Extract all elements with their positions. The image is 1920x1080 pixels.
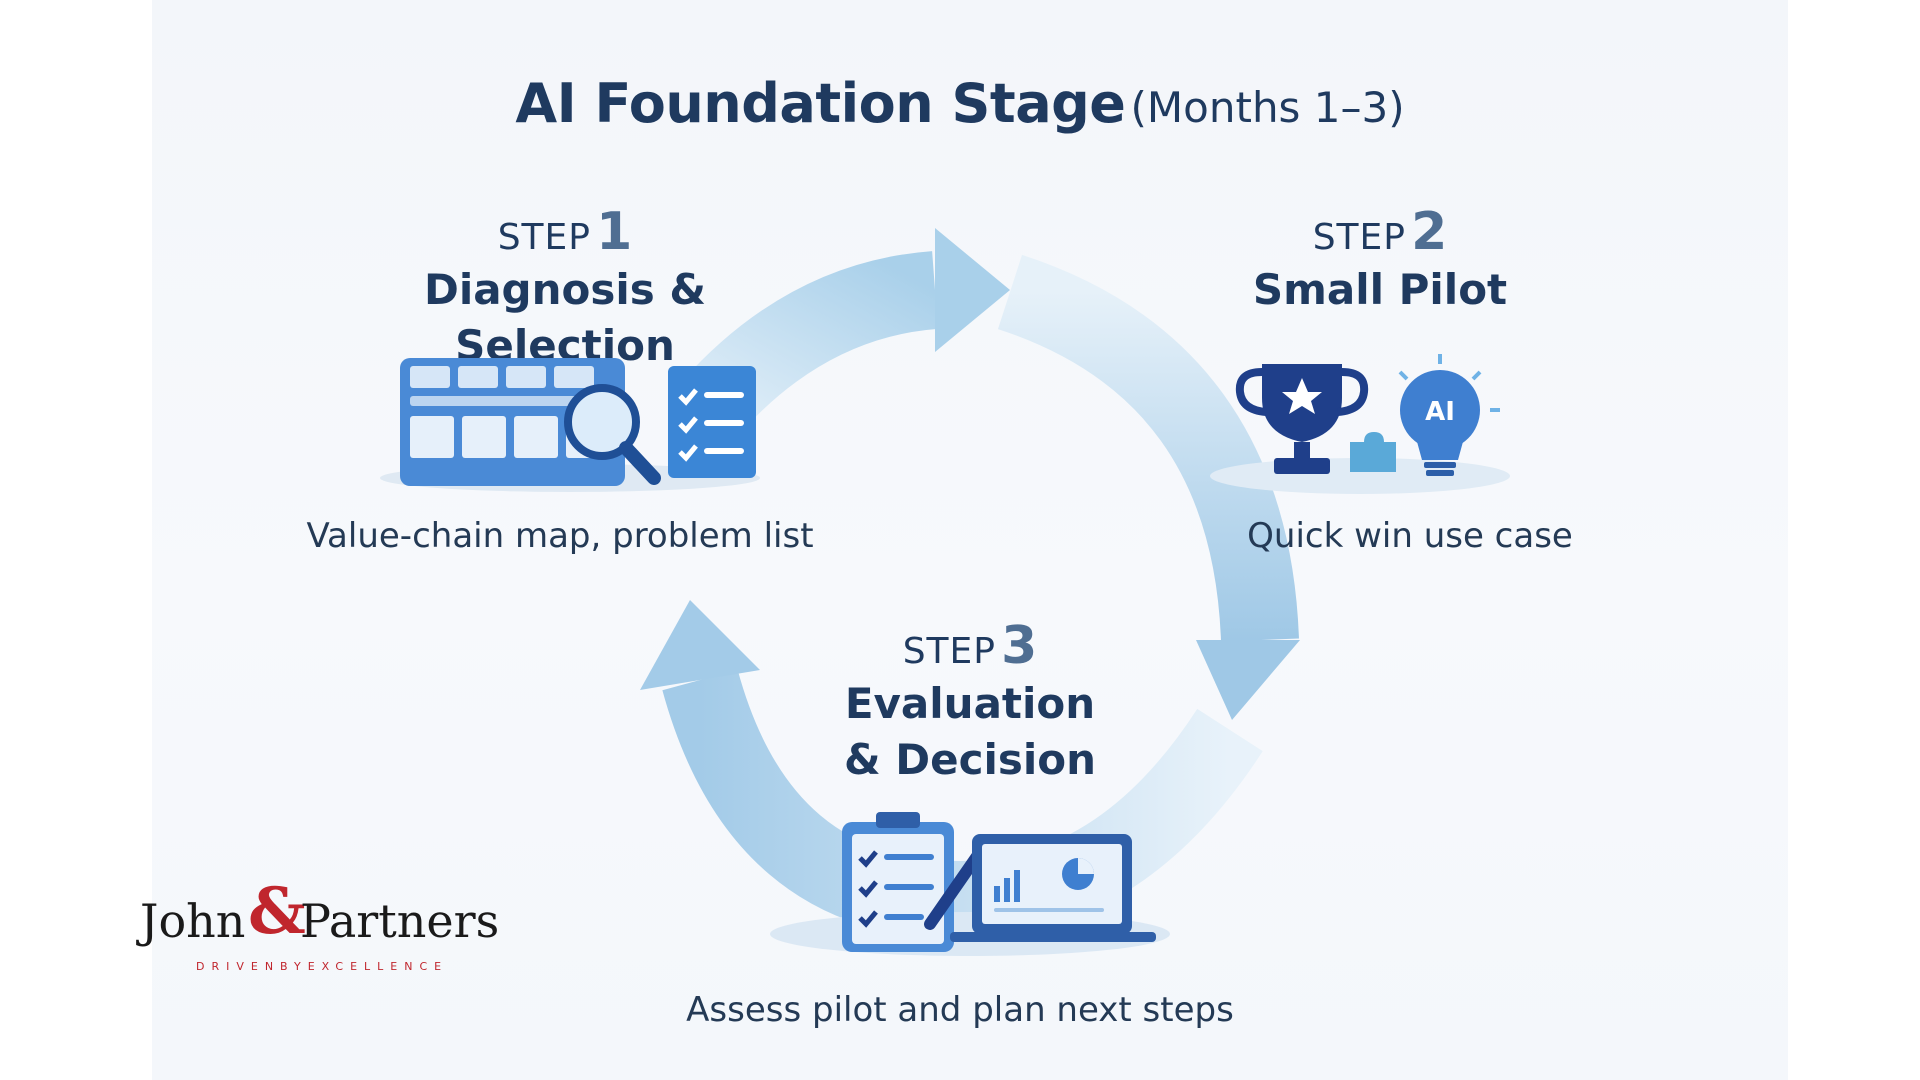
step-2-name: Small Pilot [1252, 265, 1508, 314]
step-3-number: 3 [1001, 616, 1038, 676]
step-2-illustration: AI [1210, 354, 1510, 494]
step-1-description: Value-chain map, problem list [306, 516, 814, 556]
laptop-chart-icon [950, 834, 1156, 942]
lightbulb-ai-text: AI [1425, 397, 1455, 427]
step-1-illustration [380, 358, 760, 492]
title-subtitle: (Months 1–3) [1130, 83, 1405, 132]
logo-name-left: John [140, 894, 246, 948]
step-3-description: Assess pilot and plan next steps [686, 990, 1234, 1030]
logo-ampersand: & [248, 874, 306, 949]
value-chain-board-icon [400, 358, 625, 486]
step-1-heading: STEP 1 Diagnosis & Selection [330, 202, 800, 374]
step-3-label: STEP [902, 631, 996, 672]
logo-tagline: DRIVENBYEXCELLENCE [196, 960, 449, 973]
step-1-number: 1 [596, 202, 633, 262]
pen-icon [924, 846, 986, 930]
trophy-icon [1235, 364, 1369, 474]
step-1-label: STEP [497, 217, 591, 258]
step-3-name-line2: & Decision [843, 735, 1097, 784]
arrow-step3-to-step1 [640, 600, 1263, 940]
lightbulb-icon: AI [1398, 354, 1500, 476]
page-title: AI Foundation Stage (Months 1–3) [0, 72, 1920, 135]
clipboard-checklist-icon [842, 812, 954, 952]
step-2-description: Quick win use case [1247, 516, 1573, 556]
step-2-number: 2 [1411, 202, 1448, 262]
step-2-heading: STEP 2 Small Pilot [1200, 202, 1560, 318]
step-3-illustration [770, 812, 1170, 956]
magnifier-icon [564, 384, 661, 485]
john-partners-logo: John & Partners DRIVENBYEXCELLENCE [140, 874, 500, 980]
title-main: AI Foundation Stage [515, 72, 1126, 135]
checklist-icon [668, 366, 756, 478]
puzzle-icon [1350, 432, 1396, 472]
step-3-heading: STEP 3 Evaluation & Decision [800, 616, 1140, 788]
arrow-step2-to-step3 [997, 254, 1300, 720]
step-2-label: STEP [1312, 217, 1406, 258]
step-3-name-line1: Evaluation [844, 679, 1096, 728]
logo-name-right: Partners [300, 894, 500, 948]
